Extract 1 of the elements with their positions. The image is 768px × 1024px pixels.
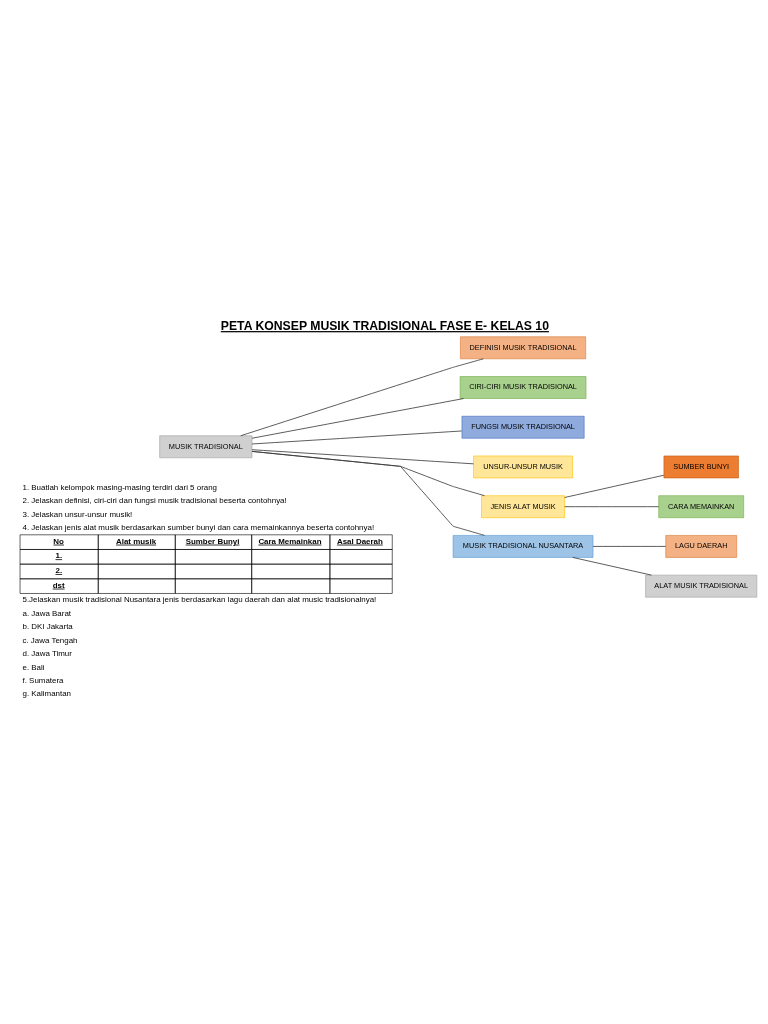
diagram-title: PETA KONSEP MUSIK TRADISIONAL FASE E- KELAS 10 <box>220 318 549 333</box>
